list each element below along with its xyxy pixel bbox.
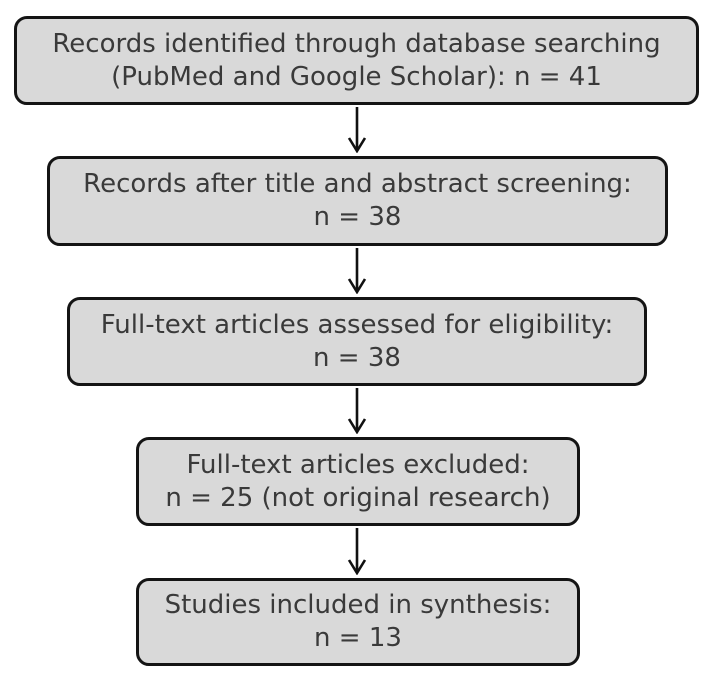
- down-arrow-icon: [344, 248, 370, 294]
- flow-box-text-line: Records after title and abstract screeni…: [83, 169, 632, 199]
- flow-box-text-line: (PubMed and Google Scholar): n = 41: [111, 61, 602, 92]
- flow-box-studies-included: Studies included in synthesis: n = 13: [136, 578, 580, 666]
- flow-box-text-line: n = 25 (not original research): [165, 482, 551, 513]
- down-arrow-icon: [344, 528, 370, 575]
- flow-box-fulltext-excluded: Full-text articles excluded: n = 25 (not…: [136, 437, 580, 526]
- flow-box-records-identified: Records identified through database sear…: [14, 16, 699, 105]
- down-arrow-icon: [344, 107, 370, 153]
- flow-box-text-line: Full-text articles assessed for eligibil…: [100, 309, 614, 340]
- flow-box-fulltext-assessed: Full-text articles assessed for eligibil…: [67, 297, 647, 386]
- down-arrow-icon: [344, 388, 370, 434]
- flow-box-text-line: n = 13: [314, 623, 402, 653]
- flow-box-text-line: Records identified through database sear…: [52, 28, 661, 59]
- flow-box-records-after-screening: Records after title and abstract screeni…: [47, 156, 668, 246]
- flow-box-text-line: Studies included in synthesis:: [164, 590, 552, 620]
- flow-box-text-line: Full-text articles excluded:: [186, 449, 530, 480]
- flow-box-text-line: n = 38: [313, 342, 401, 373]
- flow-box-text-line: n = 38: [313, 202, 402, 232]
